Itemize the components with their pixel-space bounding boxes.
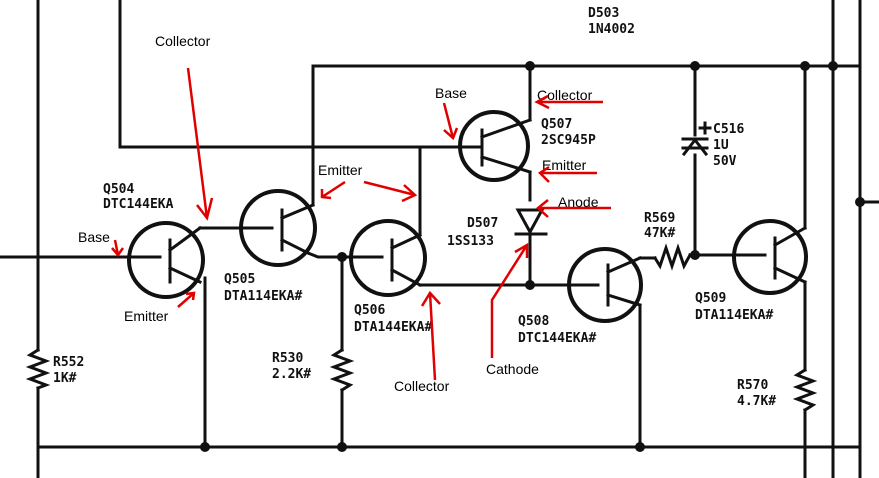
arrow-icon xyxy=(536,199,611,218)
svg-text:R552: R552 xyxy=(53,355,84,370)
svg-text:Q509: Q509 xyxy=(695,291,726,306)
transistor-q508 xyxy=(566,247,643,323)
svg-text:Base: Base xyxy=(435,85,467,101)
svg-text:2SC945P: 2SC945P xyxy=(541,133,596,148)
capacitor-c516 xyxy=(681,121,712,157)
svg-text:D503: D503 xyxy=(588,6,619,21)
svg-text:C516: C516 xyxy=(713,122,744,137)
arrow-icon xyxy=(442,102,459,141)
arrow-icon xyxy=(363,180,418,203)
resistors xyxy=(25,243,818,413)
arrow-icon xyxy=(177,291,196,308)
arrow-icon xyxy=(320,180,346,200)
svg-text:Emitter: Emitter xyxy=(542,157,587,173)
arrow-icon xyxy=(538,165,597,183)
svg-text:Q506: Q506 xyxy=(354,303,385,318)
arrow-icon xyxy=(420,290,441,381)
component-labels: D503 1N4002 Q504 DTC144EKA Q505 DTA114EK… xyxy=(53,6,776,409)
svg-text:Emitter: Emitter xyxy=(318,162,363,178)
svg-text:4.7K#: 4.7K# xyxy=(737,394,776,409)
transistor-q505 xyxy=(239,189,317,267)
svg-text:Q504: Q504 xyxy=(103,182,134,197)
arrow-icon xyxy=(111,239,125,258)
arrow-icon xyxy=(186,67,214,221)
svg-text:Cathode: Cathode xyxy=(486,361,539,377)
transistor-q506 xyxy=(349,219,427,297)
svg-text:Emitter: Emitter xyxy=(124,308,169,324)
svg-text:Collector: Collector xyxy=(155,33,211,49)
svg-text:Q507: Q507 xyxy=(541,117,572,132)
transistor-q509 xyxy=(732,219,808,295)
svg-text:R570: R570 xyxy=(737,378,768,393)
svg-text:47K#: 47K# xyxy=(644,226,675,241)
transistor-q504 xyxy=(127,221,205,299)
svg-text:DTA144EKA#: DTA144EKA# xyxy=(354,320,432,335)
svg-text:DTA114EKA#: DTA114EKA# xyxy=(224,289,302,304)
red-annotations: Collector Base Emitter Emitter Collector… xyxy=(78,33,611,394)
svg-text:2.2K#: 2.2K# xyxy=(272,367,311,382)
svg-text:DTC144EKA#: DTC144EKA# xyxy=(518,331,596,346)
svg-text:DTC144EKA: DTC144EKA xyxy=(103,197,174,212)
junction-dots xyxy=(200,61,865,452)
svg-text:DTA114EKA#: DTA114EKA# xyxy=(695,308,773,323)
arrow-icon xyxy=(534,94,603,110)
svg-text:Q508: Q508 xyxy=(518,314,549,329)
svg-text:Q505: Q505 xyxy=(224,272,255,287)
transistor-q507 xyxy=(458,110,532,182)
svg-text:Anode: Anode xyxy=(558,194,599,210)
diode-d507 xyxy=(514,208,548,236)
svg-text:1SS133: 1SS133 xyxy=(447,234,494,249)
svg-text:R530: R530 xyxy=(272,351,303,366)
svg-text:Collector: Collector xyxy=(394,378,450,394)
svg-text:1U: 1U xyxy=(713,138,729,153)
svg-text:1N4002: 1N4002 xyxy=(588,22,635,37)
svg-text:Collector: Collector xyxy=(537,87,593,103)
svg-text:1K#: 1K# xyxy=(53,371,77,386)
svg-text:Base: Base xyxy=(78,229,110,245)
arrow-icon xyxy=(490,242,529,358)
svg-text:50V: 50V xyxy=(713,154,737,169)
svg-text:R569: R569 xyxy=(644,211,675,226)
svg-text:D507: D507 xyxy=(467,216,498,231)
